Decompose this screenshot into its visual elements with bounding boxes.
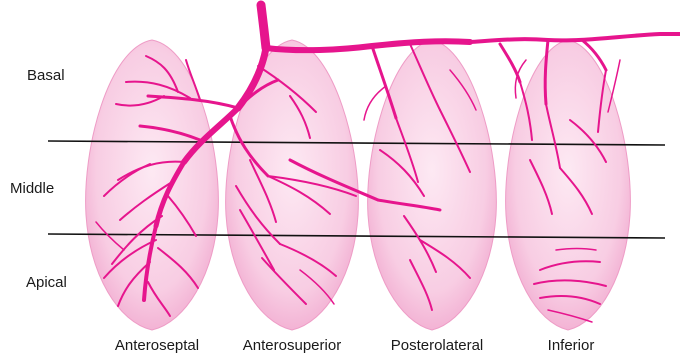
segment-inferior-shape <box>506 40 631 330</box>
row-label-apical: Apical <box>26 274 67 291</box>
segment-posterolateral-shape <box>368 40 497 330</box>
segment-label-anteroseptal: Anteroseptal <box>115 337 199 354</box>
segment-label-inferior: Inferior <box>548 337 595 354</box>
segment-label-posterolateral: Posterolateral <box>391 337 484 354</box>
row-label-basal: Basal <box>27 67 65 84</box>
row-label-middle: Middle <box>10 180 54 197</box>
segment-label-anterosuperior: Anterosuperior <box>243 337 341 354</box>
segment-anterosuperior-shape <box>226 40 359 330</box>
